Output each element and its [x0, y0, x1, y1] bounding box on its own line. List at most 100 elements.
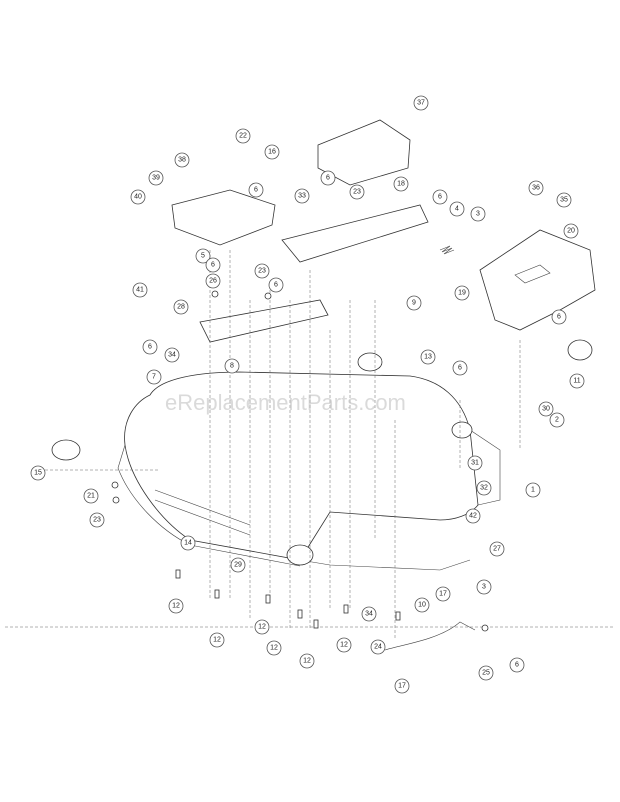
- callout-label: 22: [239, 133, 247, 140]
- callout-label: 42: [469, 513, 477, 520]
- callout-6: 6: [142, 339, 158, 355]
- callout-label: 25: [482, 670, 490, 677]
- pulleys: [51, 339, 593, 566]
- callout-38: 38: [174, 152, 190, 168]
- idler-bracket: [199, 204, 429, 343]
- callout-37: 37: [413, 95, 429, 111]
- belt-cover-top: [317, 119, 411, 186]
- callout-24: 24: [370, 639, 386, 655]
- part-callouts: 3722163839633623186433635204054162623691…: [30, 95, 585, 694]
- callout-label: 24: [374, 644, 382, 651]
- callout-label: 3: [476, 211, 480, 218]
- callout-9: 9: [406, 295, 422, 311]
- callout-40: 40: [130, 189, 146, 205]
- callout-label: 6: [438, 194, 442, 201]
- belt-cover-right: [479, 229, 596, 331]
- callout-28: 28: [173, 299, 189, 315]
- callout-3: 3: [470, 206, 486, 222]
- callout-label: 6: [458, 365, 462, 372]
- belt-cover-left: [171, 189, 276, 246]
- callout-label: 16: [268, 149, 276, 156]
- callout-label: 23: [93, 517, 101, 524]
- callout-label: 12: [172, 603, 180, 610]
- callout-label: 12: [258, 624, 266, 631]
- callout-23: 23: [89, 512, 105, 528]
- callout-label: 12: [340, 642, 348, 649]
- callout-23: 23: [349, 184, 365, 200]
- callout-2: 2: [549, 412, 565, 428]
- callout-label: 33: [298, 193, 306, 200]
- callout-42: 42: [465, 508, 481, 524]
- callout-label: 6: [557, 314, 561, 321]
- callout-label: 23: [353, 189, 361, 196]
- callout-12: 12: [336, 637, 352, 653]
- callout-34: 34: [361, 606, 377, 622]
- callout-label: 31: [471, 460, 479, 467]
- callout-label: 12: [270, 645, 278, 652]
- callout-6: 6: [452, 360, 468, 376]
- mower-deck: [117, 371, 501, 571]
- callout-6: 6: [268, 277, 284, 293]
- callout-3: 3: [476, 579, 492, 595]
- tension-spring: [439, 245, 455, 255]
- callout-label: 28: [177, 304, 185, 311]
- callout-21: 21: [83, 488, 99, 504]
- watermark: eReplacementParts.com: [165, 390, 406, 415]
- callout-label: 15: [34, 470, 42, 477]
- callout-label: 7: [152, 374, 156, 381]
- callout-39: 39: [148, 170, 164, 186]
- callout-label: 26: [209, 278, 217, 285]
- callout-label: 36: [532, 185, 540, 192]
- callout-label: 21: [87, 493, 95, 500]
- callout-label: 18: [397, 181, 405, 188]
- callout-label: 5: [201, 253, 205, 260]
- callout-27: 27: [489, 541, 505, 557]
- callout-label: 6: [211, 262, 215, 269]
- callout-label: 4: [455, 206, 459, 213]
- callout-13: 13: [420, 349, 436, 365]
- callout-15: 15: [30, 465, 46, 481]
- callout-label: 29: [234, 562, 242, 569]
- callout-label: 34: [168, 352, 176, 359]
- callout-label: 6: [254, 187, 258, 194]
- callout-6: 6: [509, 657, 525, 673]
- callout-17: 17: [435, 586, 451, 602]
- callout-label: 6: [148, 344, 152, 351]
- callout-29: 29: [230, 557, 246, 573]
- callout-6: 6: [320, 170, 336, 186]
- callout-6: 6: [551, 309, 567, 325]
- callout-label: 39: [152, 175, 160, 182]
- callout-16: 16: [264, 144, 280, 160]
- callout-6: 6: [248, 182, 264, 198]
- callout-label: 6: [515, 662, 519, 669]
- callout-35: 35: [556, 192, 572, 208]
- callout-label: 32: [480, 485, 488, 492]
- callout-label: 12: [213, 637, 221, 644]
- callout-23: 23: [254, 263, 270, 279]
- callout-33: 33: [294, 188, 310, 204]
- callout-12: 12: [266, 640, 282, 656]
- fasteners: [111, 290, 489, 632]
- callout-label: 12: [303, 658, 311, 665]
- callout-41: 41: [132, 282, 148, 298]
- callout-label: 8: [230, 363, 234, 370]
- callout-22: 22: [235, 128, 251, 144]
- callout-6: 6: [205, 257, 221, 273]
- callout-12: 12: [209, 632, 225, 648]
- callout-12: 12: [168, 598, 184, 614]
- callout-1: 1: [525, 482, 541, 498]
- callout-19: 19: [454, 285, 470, 301]
- callout-18: 18: [393, 176, 409, 192]
- callout-8: 8: [224, 358, 240, 374]
- callout-14: 14: [180, 535, 196, 551]
- callout-label: 6: [274, 282, 278, 289]
- roller-tube: [154, 489, 251, 536]
- callout-25: 25: [478, 665, 494, 681]
- callout-20: 20: [563, 223, 579, 239]
- callout-31: 31: [467, 455, 483, 471]
- callout-32: 32: [476, 480, 492, 496]
- assembly-guide-lines: [5, 250, 615, 640]
- callout-12: 12: [299, 653, 315, 669]
- callout-11: 11: [569, 373, 585, 389]
